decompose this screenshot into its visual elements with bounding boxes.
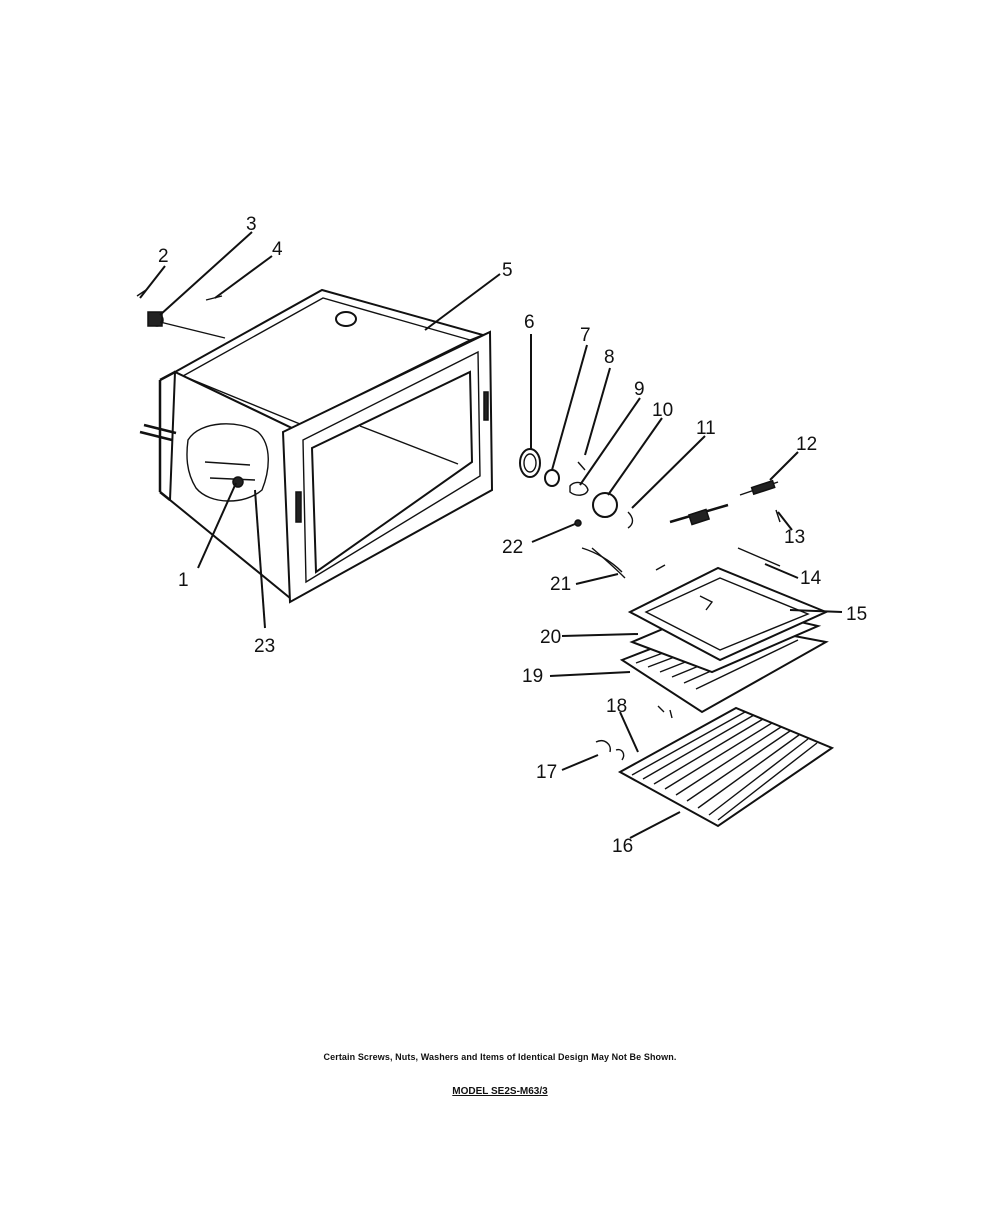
oven-cavity — [136, 288, 494, 604]
callout-2: 2 — [158, 246, 169, 267]
callout-8: 8 — [604, 347, 615, 368]
callout-4: 4 — [272, 239, 283, 260]
callout-17: 17 — [536, 762, 557, 783]
callout-15: 15 — [846, 604, 867, 625]
callout-23: 23 — [254, 636, 275, 657]
callout-19: 19 — [522, 666, 543, 687]
callout-3: 3 — [246, 214, 257, 235]
callout-21: 21 — [550, 574, 571, 595]
callout-16: 16 — [612, 836, 633, 857]
oven-rack — [617, 706, 835, 828]
footer-disclaimer: Certain Screws, Nuts, Washers and Items … — [323, 1052, 677, 1062]
callout-10: 10 — [652, 400, 673, 421]
callout-20: 20 — [540, 627, 561, 648]
callout-1: 1 — [178, 570, 189, 591]
callout-18: 18 — [606, 696, 627, 717]
broiler-pan — [619, 566, 829, 714]
small-parts — [574, 519, 673, 761]
callout-7: 7 — [580, 325, 591, 346]
callout-11: 11 — [696, 418, 716, 439]
leader-lines — [139, 231, 843, 839]
footer-model-number: MODEL SE2S-M63/3 — [0, 1086, 1000, 1097]
callout-9: 9 — [634, 379, 645, 400]
callout-12: 12 — [796, 434, 817, 455]
callout-22: 22 — [502, 537, 523, 558]
callout-6: 6 — [524, 312, 535, 333]
burner-assembly-parts — [519, 448, 781, 571]
callout-13: 13 — [784, 527, 805, 548]
callout-14: 14 — [800, 568, 822, 589]
model-number-text: MODEL SE2S-M63/3 — [452, 1086, 548, 1097]
callout-5: 5 — [502, 260, 513, 281]
callout-labels: 1 2 3 4 5 6 7 8 9 10 11 12 13 14 15 16 1… — [158, 214, 867, 857]
